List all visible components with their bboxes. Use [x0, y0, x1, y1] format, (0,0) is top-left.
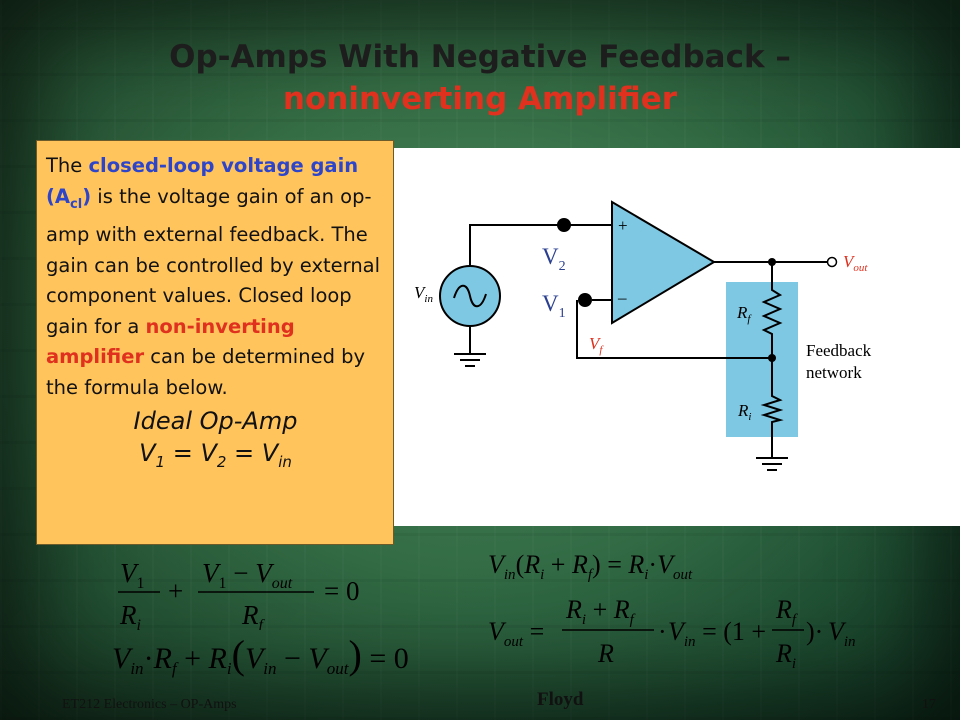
vin-label: Vin: [414, 283, 433, 305]
title-line-2: noninverting Amplifier: [282, 81, 678, 117]
equation-node-sum: V1 Ri + V1 − Vout Rf = 0: [118, 558, 359, 630]
footer-author: Floyd: [537, 689, 584, 710]
circuit-diagram-panel: + –: [392, 148, 960, 526]
svg-text:Rf: Rf: [241, 600, 266, 630]
svg-text:Ri: Ri: [775, 639, 796, 672]
rf-label: Rf: [736, 303, 752, 325]
explanation-paragraph: The closed-loop voltage gain (Acl) is th…: [46, 151, 385, 403]
footer-page-number: 17: [922, 697, 936, 712]
ground-icon: [756, 457, 788, 471]
explanation-textbox: The closed-loop voltage gain (Acl) is th…: [36, 140, 394, 545]
ground-icon: [454, 353, 486, 367]
ideal-op-amp-note: Ideal Op-Amp V1 = V2 = Vin: [46, 405, 385, 478]
equation-vin-expanded: Vin·Rf + Ri(Vin − Vout) = 0: [112, 632, 409, 678]
svg-text:= 0: = 0: [324, 576, 359, 606]
feedback-junction: [768, 354, 776, 362]
noninverting-amplifier-term: non-inverting amplifier: [46, 314, 295, 369]
vout-terminal: [826, 256, 838, 268]
op-amp-plus-sign: +: [618, 216, 628, 235]
v2-node: [557, 218, 571, 232]
svg-text:Ri + Rf: Ri + Rf: [565, 595, 636, 628]
vf-label: Vf: [589, 334, 604, 356]
text-segment: The: [46, 154, 89, 177]
footer-course-label: ET212 Electronics – OP-Amps: [62, 697, 237, 712]
feedback-network-label-line1: Feedback: [806, 341, 872, 360]
text-segment: is the voltage gain of an op-amp with ex…: [46, 184, 381, 338]
resistor-rf: [761, 286, 783, 336]
output-junction: [768, 258, 776, 266]
resistor-ri: [760, 394, 784, 424]
op-amp-minus-sign: –: [617, 288, 627, 307]
svg-text:V1 − Vout: V1 − Vout: [202, 558, 293, 592]
op-amp-symbol: [611, 200, 716, 325]
feedback-network-label-line2: network: [806, 363, 862, 382]
svg-text:Vin(Ri + Rf) = Ri·Vout: Vin(Ri + Rf) = Ri·Vout: [488, 550, 693, 583]
svg-text:·: ·: [658, 617, 667, 646]
v1-node: [578, 293, 592, 307]
svg-text:Vin = (1 +: Vin = (1 +: [668, 617, 766, 650]
svg-text:V1: V1: [120, 558, 145, 592]
svg-text:Ri: Ri: [119, 600, 141, 630]
noninverting-amplifier-circuit: + –: [414, 200, 872, 471]
svg-text:Vout =: Vout =: [488, 617, 544, 650]
svg-text:Vin·Rf + Ri(Vin − Vout) = 0: Vin·Rf + Ri(Vin − Vout) = 0: [112, 632, 409, 678]
text-segment: can be determined by the formula below.: [46, 345, 366, 399]
equation-closed-loop-gain: Vout = Ri + Rf R · Vin = (1 + Rf Ri )· V…: [488, 595, 856, 672]
svg-text:Vin: Vin: [828, 617, 856, 650]
sine-wave-icon: [453, 284, 487, 308]
vout-label: Vout: [843, 252, 868, 274]
ideal-op-amp-equation: V1 = V2 = Vin: [139, 439, 292, 471]
closed-loop-gain-term: closed-loop voltage gain (Acl): [46, 154, 359, 212]
ideal-op-amp-title: Ideal Op-Amp: [133, 407, 298, 435]
svg-text:R: R: [597, 639, 614, 668]
v1-label: V1: [542, 291, 566, 321]
v2-label: V2: [542, 244, 566, 274]
slide-title: Op-Amps With Negative Feedback – noninve…: [0, 36, 960, 120]
ri-label: Ri: [737, 401, 751, 423]
svg-text:)·: )·: [806, 617, 823, 646]
feedback-network-region: [726, 282, 798, 437]
svg-text:Rf: Rf: [775, 595, 798, 628]
equation-vin-ratio: Vin(Ri + Rf) = Ri·Vout: [488, 550, 693, 583]
svg-text:+: +: [168, 576, 183, 606]
title-line-1: Op-Amps With Negative Feedback –: [169, 39, 791, 75]
